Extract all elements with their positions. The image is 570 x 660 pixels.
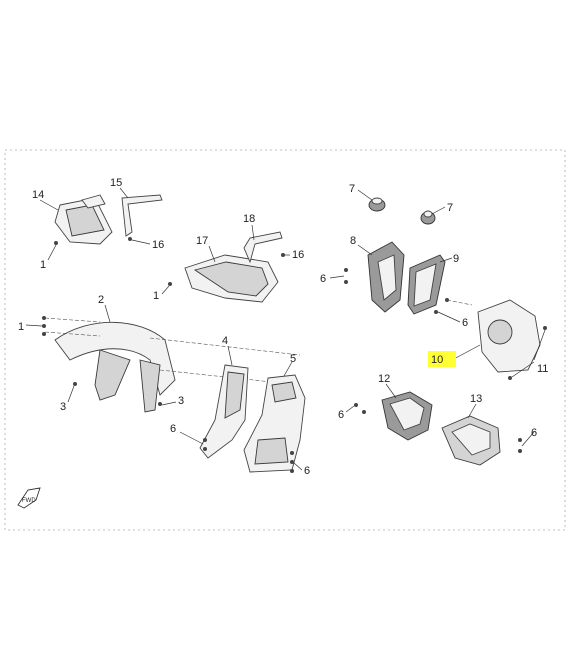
bolt bbox=[42, 316, 46, 320]
callout-1: 1 bbox=[40, 259, 46, 271]
callout-6: 6 bbox=[320, 273, 326, 285]
callout-9: 9 bbox=[453, 253, 459, 265]
bolt bbox=[158, 402, 162, 406]
callout-6: 6 bbox=[338, 409, 344, 421]
part-2-front-fender bbox=[54, 321, 176, 413]
callout-5: 5 bbox=[290, 353, 296, 365]
part-7-grommet-left bbox=[368, 197, 386, 212]
part-9-panel bbox=[407, 254, 446, 315]
bolt bbox=[203, 438, 207, 442]
callout-3: 3 bbox=[178, 395, 184, 407]
bolt bbox=[73, 382, 77, 386]
part-5-fork-guard-cover bbox=[243, 374, 306, 473]
callout-3: 3 bbox=[60, 401, 66, 413]
callout-17: 17 bbox=[196, 235, 208, 247]
part-17-hand-guard bbox=[184, 254, 279, 303]
assembly-line bbox=[446, 299, 473, 306]
callout-7: 7 bbox=[349, 183, 355, 195]
bolt bbox=[128, 237, 132, 241]
callout-18: 18 bbox=[243, 213, 255, 225]
bolt bbox=[54, 241, 58, 245]
bolt bbox=[344, 268, 348, 272]
callout-14: 14 bbox=[32, 189, 44, 201]
part-8-bracket bbox=[367, 241, 405, 313]
front-direction-arrow: FWD bbox=[17, 487, 41, 509]
part-10-cover bbox=[477, 299, 541, 373]
bolt bbox=[290, 469, 294, 473]
bolt bbox=[518, 438, 522, 442]
callout-16: 16 bbox=[292, 249, 304, 261]
bolt bbox=[290, 451, 294, 455]
bolt bbox=[290, 460, 294, 464]
callout-10: 10 bbox=[431, 354, 443, 366]
bolt bbox=[203, 447, 207, 451]
callout-16: 16 bbox=[152, 239, 164, 251]
part-7-grommet-right bbox=[420, 210, 436, 225]
callout-4: 4 bbox=[222, 335, 228, 347]
part-18-bracket bbox=[243, 231, 283, 264]
front-arrow-label: FWD bbox=[22, 498, 36, 504]
callout-12: 12 bbox=[378, 373, 390, 385]
callout-13: 13 bbox=[470, 393, 482, 405]
bolt bbox=[168, 282, 172, 286]
callout-8: 8 bbox=[350, 235, 356, 247]
part-4-fork-guard bbox=[199, 364, 249, 459]
part-12-cover bbox=[381, 391, 433, 441]
callout-1: 1 bbox=[18, 321, 24, 333]
bolt bbox=[518, 449, 522, 453]
bolt bbox=[354, 403, 358, 407]
callout-1: 1 bbox=[153, 290, 159, 302]
callout-6: 6 bbox=[531, 427, 537, 439]
bolt bbox=[508, 376, 512, 380]
part-14-hand-guard bbox=[54, 194, 113, 245]
part-13-cover bbox=[441, 415, 501, 466]
bolt bbox=[362, 410, 366, 414]
callout-labels: 14 15 1 16 17 18 16 1 2 1 3 3 4 5 6 6 7 … bbox=[18, 177, 548, 477]
leader-lines bbox=[25, 187, 546, 471]
callout-6: 6 bbox=[304, 465, 310, 477]
bolt bbox=[434, 310, 438, 314]
highlight-part-10 bbox=[428, 351, 456, 367]
bolt bbox=[344, 280, 348, 284]
callout-7: 7 bbox=[447, 202, 453, 214]
callout-6: 6 bbox=[170, 423, 176, 435]
bolt bbox=[42, 324, 46, 328]
callout-2: 2 bbox=[98, 294, 104, 306]
assembly-line bbox=[44, 317, 101, 323]
assembly-line bbox=[44, 331, 101, 337]
part-15-bracket bbox=[121, 194, 163, 237]
bolt bbox=[281, 253, 285, 257]
callout-6: 6 bbox=[462, 317, 468, 329]
bolt bbox=[42, 332, 46, 336]
diagram-frame bbox=[4, 149, 566, 531]
callout-11: 11 bbox=[537, 363, 548, 375]
bolt bbox=[543, 326, 547, 330]
callout-15: 15 bbox=[110, 177, 122, 189]
assembly-line bbox=[149, 337, 301, 356]
